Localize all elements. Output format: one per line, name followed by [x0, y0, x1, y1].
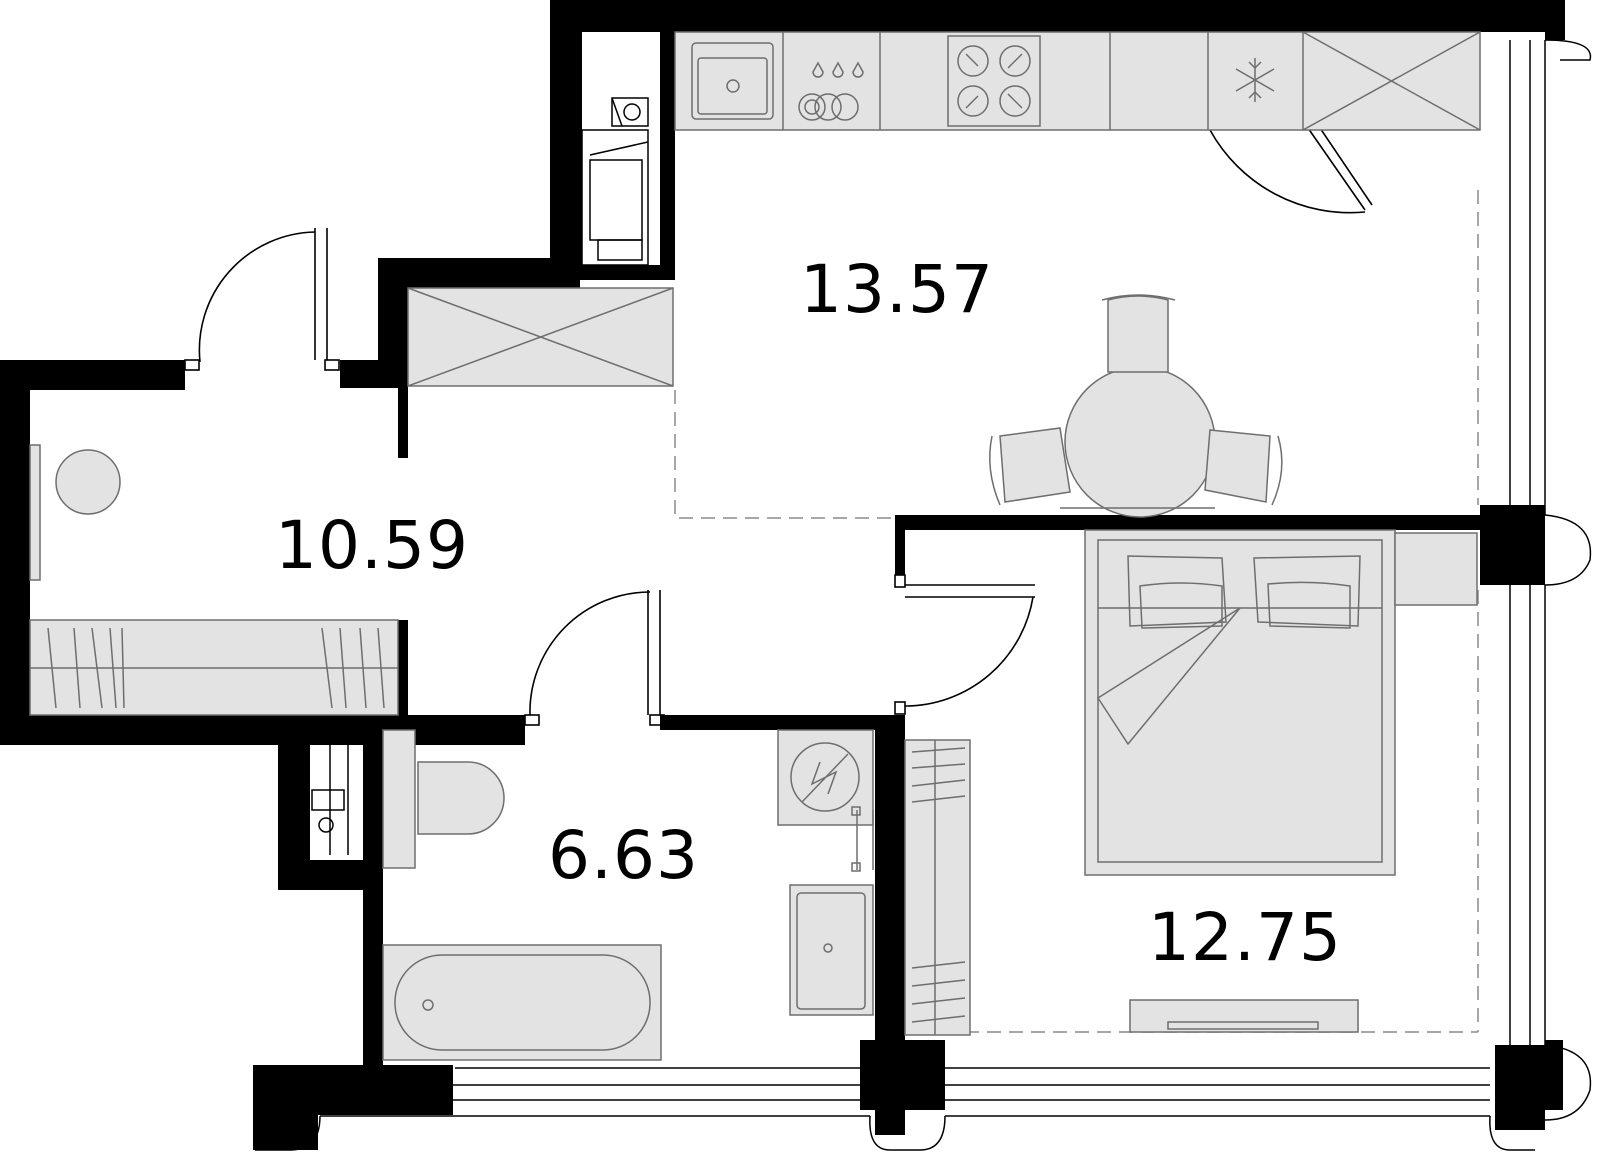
sink-icon [691, 42, 774, 120]
bedroom-wardrobe [904, 739, 971, 1036]
area-label-hallway: 10.59 [275, 507, 469, 584]
dining-set [989, 294, 1283, 518]
utility-shaft [311, 730, 349, 855]
water-drops-icon [812, 61, 864, 78]
window-frames [255, 39, 1592, 1151]
cabinet-door[interactable] [1209, 124, 1373, 214]
hallway-pouf [29, 444, 121, 581]
washing-machine-icon [777, 729, 874, 826]
bed [1084, 529, 1478, 876]
boiler-icon [581, 97, 649, 266]
area-label-bedroom: 12.75 [1148, 899, 1342, 976]
entry-door[interactable] [184, 228, 340, 371]
bedroom-door[interactable] [894, 574, 1035, 715]
bathtub-icon [382, 944, 662, 1061]
wardrobe-top [407, 287, 674, 387]
tv-console [1129, 999, 1359, 1033]
walls [0, 0, 1565, 1150]
toilet-icon [382, 729, 505, 869]
wardrobe-bottom [29, 619, 399, 716]
washbasin-icon [789, 884, 874, 1016]
zone-lines [674, 190, 1479, 1033]
doors[interactable] [184, 124, 1373, 726]
bathroom-door[interactable] [524, 590, 665, 726]
cooktop-icon [947, 35, 1041, 127]
area-label-kitchen-living: 13.57 [800, 251, 994, 328]
bathroom-fixtures [382, 729, 874, 1061]
dishes-icon [798, 93, 859, 121]
towel-rail-icon [851, 806, 874, 872]
snowflake-icon [1235, 58, 1275, 102]
kitchen-counter [674, 31, 1481, 131]
area-label-bathroom: 6.63 [548, 817, 699, 894]
